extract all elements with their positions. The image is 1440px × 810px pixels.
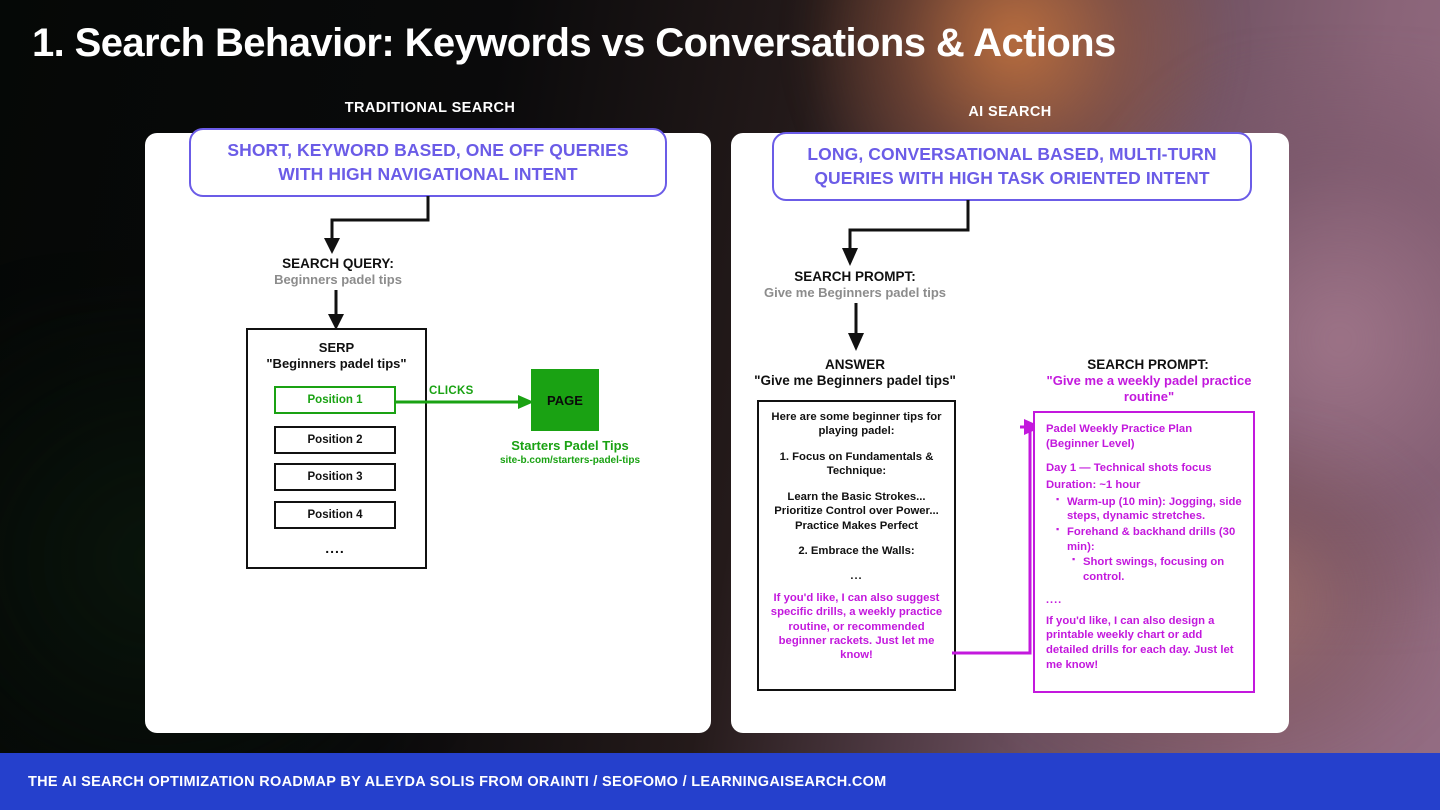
search-prompt-title: SEARCH PROMPT: — [794, 269, 916, 284]
answer-paragraph-1: Here are some beginner tips for playing … — [771, 411, 942, 438]
answer-followup: If you'd like, I can also suggest specif… — [770, 591, 943, 662]
serp-query: "Beginners padel tips" — [266, 356, 407, 371]
clicks-label: CLICKS — [429, 385, 474, 397]
answer-box: Here are some beginner tips for playing … — [757, 400, 956, 691]
plan-followup: If you'd like, I can also design a print… — [1046, 614, 1234, 671]
serp-ellipsis: .... — [325, 540, 345, 556]
plan-heading: Padel Weekly Practice Plan (Beginner Lev… — [1046, 423, 1193, 450]
answer-query: "Give me Beginners padel tips" — [754, 373, 956, 388]
followup-prompt-query: "Give me a weekly padel practice routine… — [1046, 373, 1252, 405]
plan-bullet-1: Warm-up (10 min): Jogging, side steps, d… — [1056, 494, 1242, 524]
search-prompt-value: Give me Beginners padel tips — [763, 285, 947, 300]
footer-text: THE AI SEARCH OPTIMIZATION ROADMAP BY AL… — [28, 773, 887, 790]
answer-title: ANSWER — [825, 357, 885, 372]
plan-ellipsis: .... — [1046, 593, 1063, 606]
serp-position-4[interactable]: Position 4 — [274, 501, 396, 529]
answer-ellipsis: ... — [850, 569, 863, 582]
answer-paragraph-2: 1. Focus on Fundamentals & Technique: — [779, 450, 934, 478]
result-page-url: site-b.com/starters-padel-tips — [499, 455, 641, 466]
plan-duration-line: Duration: ~1 hour — [1046, 479, 1141, 492]
column-label-traditional: TRADITIONAL SEARCH — [344, 100, 516, 116]
footer-bar: THE AI SEARCH OPTIMIZATION ROADMAP BY AL… — [0, 753, 1440, 810]
result-page-box: PAGE — [531, 369, 599, 431]
plan-box: Padel Weekly Practice Plan (Beginner Lev… — [1033, 411, 1255, 693]
serp-position-2[interactable]: Position 2 — [274, 426, 396, 454]
badge-traditional-intent: SHORT, KEYWORD BASED, ONE OFF QUERIES WI… — [189, 128, 667, 197]
plan-bullet-list: Warm-up (10 min): Jogging, side steps, d… — [1056, 494, 1242, 585]
plan-sub-bullet-1: Short swings, focusing on control. — [1072, 554, 1242, 584]
search-query-title: SEARCH QUERY: — [282, 256, 394, 271]
column-label-ai: AI SEARCH — [968, 104, 1052, 120]
plan-bullet-2: Forehand & backhand drills (30 min): — [1056, 524, 1242, 554]
serp-position-1[interactable]: Position 1 — [274, 386, 396, 414]
followup-prompt-title: SEARCH PROMPT: — [1087, 357, 1209, 372]
serp-title: SERP — [318, 340, 355, 355]
answer-paragraph-4: 2. Embrace the Walls: — [798, 545, 915, 558]
panel-traditional-search — [145, 133, 711, 733]
answer-paragraph-3: Learn the Basic Strokes... Prioritize Co… — [774, 490, 939, 532]
plan-day-line: Day 1 — Technical shots focus — [1046, 462, 1212, 475]
page-title: 1. Search Behavior: Keywords vs Conversa… — [32, 21, 1116, 65]
search-query-value: Beginners padel tips — [274, 272, 402, 287]
serp-position-3[interactable]: Position 3 — [274, 463, 396, 491]
badge-ai-intent: LONG, CONVERSATIONAL BASED, MULTI-TURN Q… — [772, 132, 1252, 201]
result-page-title: Starters Padel Tips — [511, 438, 629, 453]
